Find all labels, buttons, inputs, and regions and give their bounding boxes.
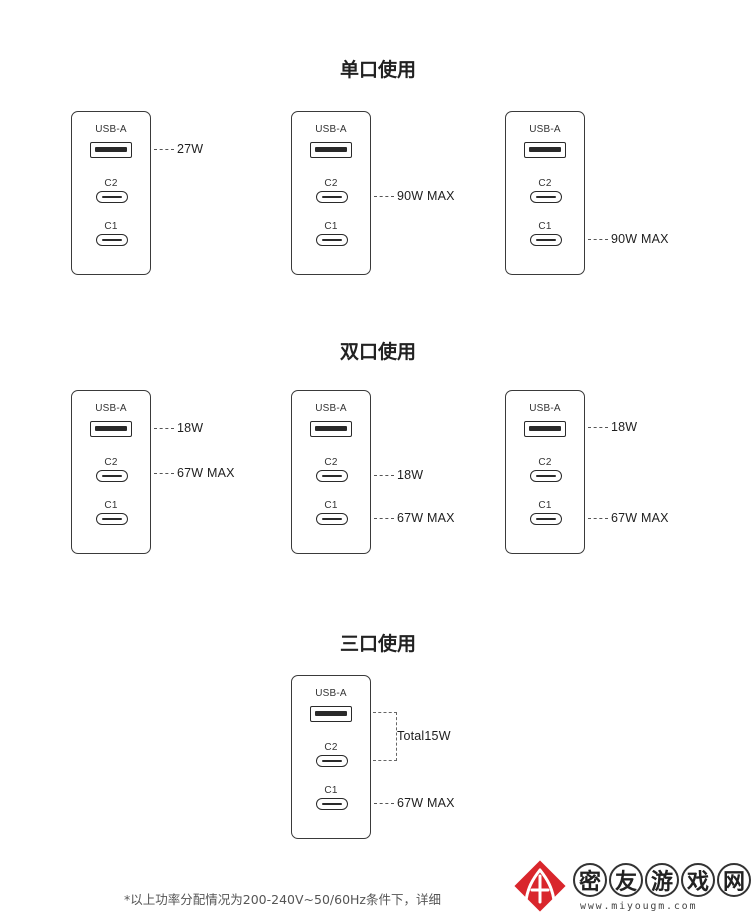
c2-label: C2	[104, 178, 118, 189]
c1-label: C1	[324, 221, 338, 232]
power-callout: 67W MAX	[374, 796, 455, 810]
dashed-leader	[374, 517, 394, 519]
c2-label: C2	[538, 457, 552, 468]
usb-a-label: USB-A	[95, 124, 127, 135]
charger-diagram: USB-A C2 C1	[291, 111, 371, 275]
c2-label: C2	[324, 457, 338, 468]
usb-a-port-icon	[310, 142, 352, 158]
power-value: 67W MAX	[177, 466, 235, 480]
c2-label: C2	[324, 742, 338, 753]
c2-label: C2	[538, 178, 552, 189]
usb-c-port-icon	[530, 234, 562, 246]
dashed-leader	[374, 474, 394, 476]
power-value: 18W	[177, 421, 204, 435]
charger-diagram: USB-A C2 C1	[505, 390, 585, 554]
watermark-char: 网	[717, 863, 751, 897]
power-callout: 18W	[588, 420, 637, 434]
footnote: *以上功率分配情况为200-240V~50/60Hz条件下，详细	[124, 892, 441, 907]
watermark-char: 游	[645, 863, 679, 897]
power-value: 18W	[611, 420, 638, 434]
power-value: 67W MAX	[611, 511, 669, 525]
dashed-leader	[588, 426, 608, 428]
power-callout: 18W	[154, 421, 203, 435]
section-title-triple-port: 三口使用	[339, 633, 416, 655]
usb-c-port-icon	[316, 234, 348, 246]
c2-label: C2	[104, 457, 118, 468]
dashed-leader	[374, 802, 394, 804]
c1-label: C1	[538, 500, 552, 511]
usb-a-port-icon	[524, 421, 566, 437]
usb-c-port-icon	[96, 470, 128, 482]
usb-c-port-icon	[316, 755, 348, 767]
c1-label: C1	[324, 785, 338, 796]
usb-c-port-icon	[96, 191, 128, 203]
usb-c-port-icon	[316, 470, 348, 482]
charger-diagram: USB-A C2 C1	[291, 390, 371, 554]
power-callout: 27W	[154, 142, 203, 156]
power-value: 67W MAX	[397, 796, 455, 810]
usb-a-label: USB-A	[315, 403, 347, 414]
dashed-leader	[588, 238, 608, 240]
watermark-char: 密	[573, 863, 607, 897]
power-value: 67W MAX	[397, 511, 455, 525]
power-callout: 67W MAX	[588, 511, 669, 525]
usb-a-port-icon	[90, 142, 132, 158]
power-value: 90W MAX	[611, 232, 669, 246]
power-callout: 90W MAX	[588, 232, 669, 246]
usb-c-port-icon	[530, 470, 562, 482]
dashed-leader	[588, 517, 608, 519]
watermark-text: 密 友 游 戏 网	[573, 863, 751, 897]
usb-a-label: USB-A	[315, 124, 347, 135]
usb-a-port-icon	[524, 142, 566, 158]
usb-c-port-icon	[530, 191, 562, 203]
power-value: Total15W	[397, 729, 451, 743]
c1-label: C1	[324, 500, 338, 511]
usb-c-port-icon	[316, 513, 348, 525]
charger-diagram: USB-A C2 C1	[71, 111, 151, 275]
c2-label: C2	[324, 178, 338, 189]
usb-c-port-icon	[96, 234, 128, 246]
c1-label: C1	[104, 500, 118, 511]
watermark-char: 友	[609, 863, 643, 897]
usb-a-port-icon	[310, 706, 352, 722]
power-callout: 67W MAX	[374, 511, 455, 525]
section-title-dual-port: 双口使用	[339, 341, 416, 363]
power-value: 27W	[177, 142, 204, 156]
dashed-leader	[154, 148, 174, 150]
power-callout: 90W MAX	[374, 189, 455, 203]
charger-diagram: USB-A C2 C1	[71, 390, 151, 554]
dashed-leader	[154, 472, 174, 474]
usb-a-label: USB-A	[315, 688, 347, 699]
c1-label: C1	[538, 221, 552, 232]
usb-a-label: USB-A	[529, 403, 561, 414]
watermark-char: 戏	[681, 863, 715, 897]
power-value: 18W	[397, 468, 424, 482]
dashed-leader	[374, 195, 394, 197]
power-value: 90W MAX	[397, 189, 455, 203]
watermark-logo-icon	[511, 857, 569, 915]
usb-a-port-icon	[310, 421, 352, 437]
power-callout: Total15W	[397, 729, 451, 743]
c1-label: C1	[104, 221, 118, 232]
power-callout: 67W MAX	[154, 466, 235, 480]
charger-diagram: USB-A C2 C1	[291, 675, 371, 839]
dashed-leader	[154, 427, 174, 429]
usb-a-port-icon	[90, 421, 132, 437]
usb-a-label: USB-A	[95, 403, 127, 414]
watermark-url: www.miyougm.com	[580, 901, 698, 912]
section-title-single-port: 单口使用	[339, 59, 416, 81]
power-callout: 18W	[374, 468, 423, 482]
usb-c-port-icon	[316, 798, 348, 810]
usb-c-port-icon	[530, 513, 562, 525]
combined-bracket	[373, 712, 397, 761]
usb-c-port-icon	[96, 513, 128, 525]
usb-c-port-icon	[316, 191, 348, 203]
charger-diagram: USB-A C2 C1	[505, 111, 585, 275]
usb-a-label: USB-A	[529, 124, 561, 135]
